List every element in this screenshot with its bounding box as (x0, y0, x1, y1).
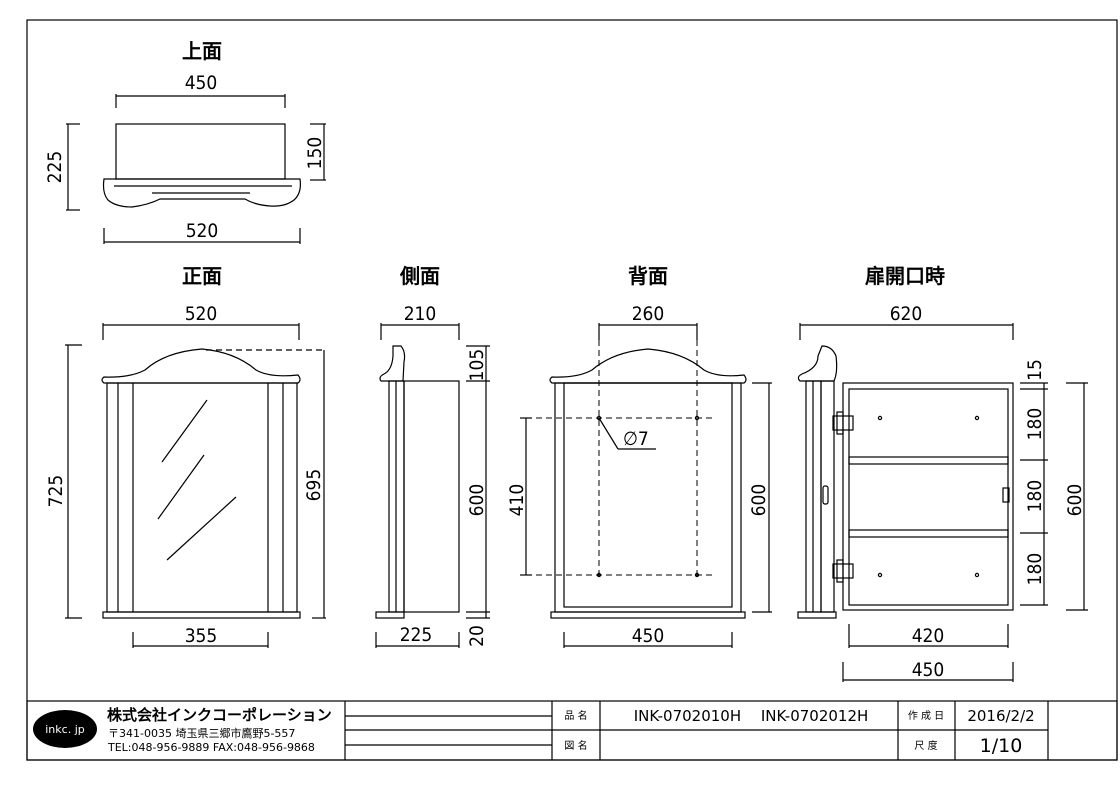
back-height-dim: 600 (748, 484, 770, 517)
back-view: 背面 260 ∅7 450 (520, 264, 772, 648)
drawing-name-label: 図 名 (564, 739, 587, 752)
open-view: 扉開口時 620 420 (797, 264, 1088, 682)
top-depth-body-dim: 150 (304, 137, 326, 170)
open-view-title: 扉開口時 (865, 264, 945, 288)
back-pitch-y-dim: 410 (506, 484, 528, 517)
front-view-title: 正面 (182, 264, 222, 288)
scale-label: 尺 度 (914, 739, 937, 752)
scale-value: 1/10 (980, 735, 1023, 757)
open-width-dim: 620 (890, 303, 923, 325)
side-base-dim: 225 (400, 624, 433, 646)
top-view-title: 上面 (182, 39, 222, 63)
logo-text: inkc. jp (45, 723, 84, 736)
company-contact: TEL:048-956-9889 FAX:048-956-9868 (107, 741, 315, 754)
created-date: 2016/2/2 (967, 707, 1034, 725)
top-width-dim: 450 (185, 72, 218, 94)
product-name: INK-0702010H INK-0702012H (634, 707, 869, 725)
front-height-dim: 725 (45, 475, 67, 508)
front-inner-height-dim: 695 (303, 469, 325, 502)
open-height-dim: 600 (1064, 484, 1086, 517)
back-view-title: 背面 (628, 264, 668, 288)
top-base-dim: 520 (186, 220, 219, 242)
product-name-label: 品 名 (564, 709, 587, 722)
open-shelf-3-dim: 180 (1024, 553, 1046, 586)
side-view: 側面 210 225 (375, 264, 490, 648)
front-mirror-width-dim: 355 (185, 625, 218, 647)
open-shelf-2-dim: 180 (1024, 480, 1046, 513)
side-bottom-dim: 20 (466, 625, 488, 647)
open-top-dim: 15 (1024, 359, 1046, 381)
side-body-dim: 600 (466, 484, 488, 517)
back-width-dim: 450 (632, 625, 665, 647)
back-pitch-x-dim: 260 (632, 303, 665, 325)
company-name: 株式会社インクコーポレーション (107, 706, 332, 724)
company-logo (33, 710, 97, 748)
front-view: 正面 520 355 (65, 264, 326, 648)
company-address: 〒341-0035 埼玉県三郷市鷹野5-557 (108, 726, 295, 740)
open-inner-dim: 420 (912, 625, 945, 647)
title-block: inkc. jp 株式会社インクコーポレーション 〒341-0035 埼玉県三郷… (26, 700, 1118, 761)
front-width-dim: 520 (185, 303, 218, 325)
side-top-dim: 105 (466, 349, 488, 382)
side-view-title: 側面 (399, 264, 440, 288)
created-label: 作 成 日 (908, 710, 944, 722)
back-hole-label: ∅7 (623, 428, 649, 450)
open-shelf-1-dim: 180 (1024, 408, 1046, 441)
drawing-frame (26, 19, 1118, 761)
side-depth-dim: 210 (404, 303, 437, 325)
top-view: 上面 450 520 (66, 39, 326, 244)
open-outer-dim: 450 (912, 659, 945, 681)
top-depth-total-dim: 225 (44, 151, 66, 184)
